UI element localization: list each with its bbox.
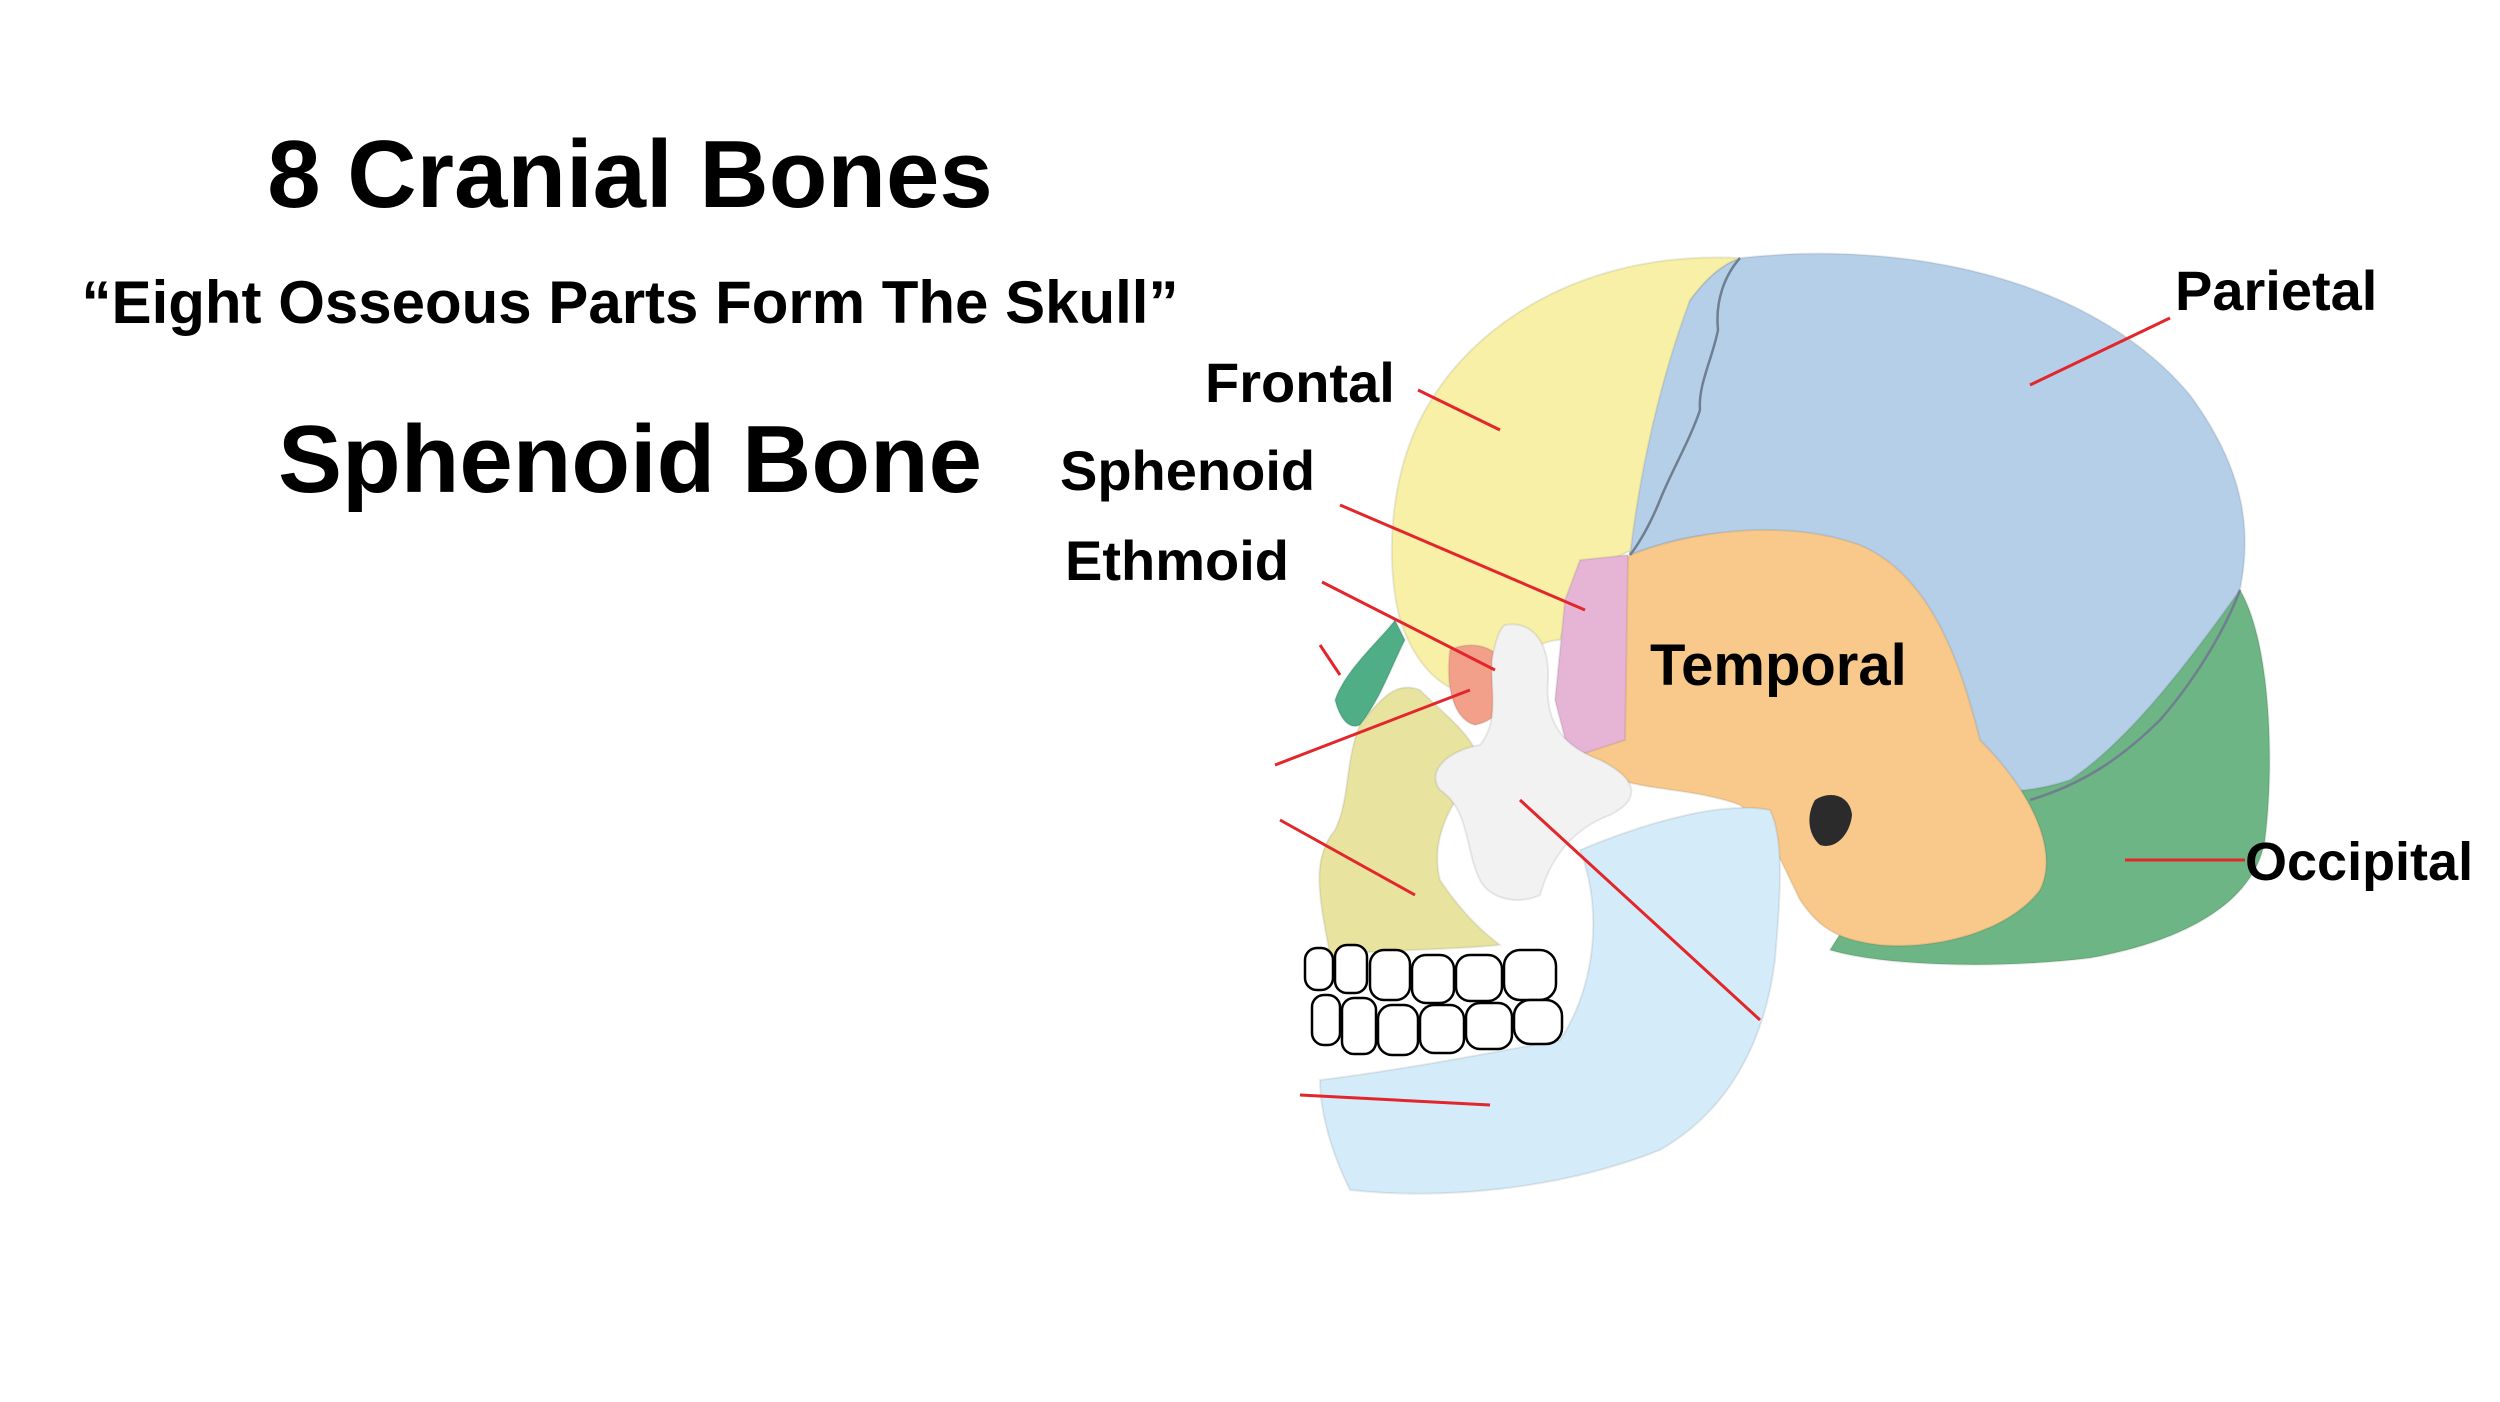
slide-title: 8 Cranial Bones [267,121,993,228]
label-parietal: Parietal [2175,259,2377,322]
nasal-bone [1333,618,1407,728]
label-temporal: Temporal [1650,633,1907,698]
lambdoid-suture [2029,589,2242,802]
slide-subtitle: Sphenoid Bone [278,406,982,513]
zygomatic-bone [1434,623,1633,901]
label-occipital: Occipital [2245,832,2473,892]
label-ethmoid: Ethmoid [1065,529,1289,592]
label-frontal: Frontal [1205,351,1395,414]
leader-lines [1274,316,2245,1107]
label-sphenoid: Sphenoid [1060,439,1315,502]
ear-canal [1809,795,1852,846]
coronal-suture [1629,257,1741,556]
temporal-bone [1563,528,2048,947]
mnemonic-text: “Eight Osseous Parts Form The Skull” [81,269,1179,336]
teeth [1303,943,1564,1057]
